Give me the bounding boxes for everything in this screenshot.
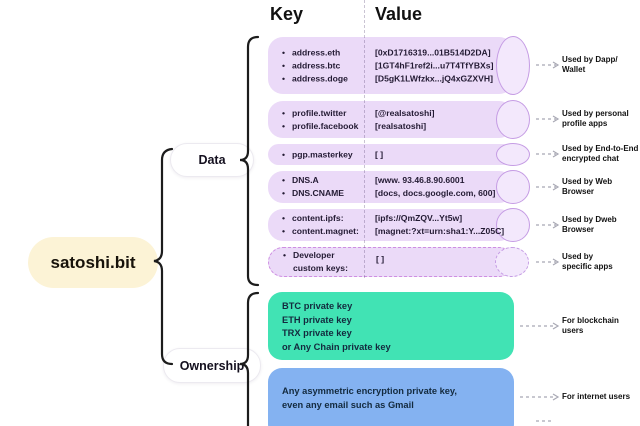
root-domain-pill: satoshi.bit [28,237,158,288]
ownership-card-asymmetric-keys: Any asymmetric encryption private key, e… [268,368,514,426]
record-value: [www. 93.46.8.90.6001 [375,175,465,185]
note-line: Used by End-to-End [562,144,639,153]
record-key: Developer [293,250,335,260]
usage-note-encrypted-chat: Used by End-to-End encrypted chat [562,144,640,164]
card-line: even any email such as Gmail [282,399,414,410]
usage-note-profile-apps: Used by personal profile apps [562,109,640,129]
note-line: Used by Dweb [562,215,617,224]
note-line: Used by Web [562,177,613,186]
record-value: [0xD1716319...01B514D2DA] [375,47,491,57]
note-line: Used by [562,252,594,261]
usage-note-blockchain-users: For blockchain users [562,316,640,336]
record-values: [0xD1716319...01B514D2DA] [1GT4hF1ref2i.… [375,46,493,85]
record-row-dns: DNS.A DNS.CNAME [www. 93.46.8.90.6001 [d… [268,170,530,204]
usage-note-dweb-browser: Used by Dweb Browser [562,215,640,235]
note-line: users [562,326,584,335]
usage-note-specific-apps: Used by specific apps [562,252,640,272]
record-value: [realsatoshi] [375,120,427,131]
column-header-key: Key [270,4,304,24]
arrow-blockchain-users [520,322,560,330]
record-keys: profile.twitter profile.facebook [282,107,358,133]
branch-ownership-pill: Ownership [163,348,261,383]
note-line: Browser [562,225,595,234]
branch-data-pill: Data [170,143,254,177]
record-key: content.ipfs: [292,213,344,223]
record-row-content: content.ipfs: content.magnet: [ipfs://Qm… [268,208,530,242]
note-line: encrypted chat [562,154,619,163]
cylinder-cap-icon [495,247,529,277]
note-line: Used by Dapp/ [562,55,618,64]
record-values: [@realsatoshi] [realsatoshi] [375,107,434,133]
card-line: Any asymmetric encryption private key, [282,386,457,396]
record-value: [ipfs://QmZQV...Yt5w] [375,213,463,223]
record-value: [magnet:?xt=urn:sha1:Y...Z05C] [375,226,505,236]
arrow-pgp [536,150,560,158]
note-line: Browser [562,187,595,196]
arrow-content [536,221,560,229]
record-value: [@realsatoshi] [375,107,435,118]
record-key: profile.facebook [292,120,359,131]
record-key: address.doge [292,73,348,83]
arrow-profiles [536,115,560,123]
record-values: [ipfs://QmZQV...Yt5w] [magnet:?xt=urn:sh… [375,212,504,238]
arrow-dns [536,183,560,191]
record-value: [ ] [376,254,385,264]
note-line: profile apps [562,119,608,128]
record-value: [docs, docs.google.com, 600] [375,188,496,198]
cylinder-cap-icon [496,100,530,139]
record-values: [ ] [375,148,383,161]
card-line: ETH private key [282,314,352,325]
cylinder-cap-icon [496,208,530,242]
usage-note-web-browser: Used by Web Browser [562,177,640,197]
record-values: [ ] [376,253,384,266]
note-line: specific apps [562,262,613,271]
record-row-profiles: profile.twitter profile.facebook [@reals… [268,100,530,139]
record-row-addresses: address.eth address.btc address.doge [0x… [268,36,530,95]
record-keys: pgp.masterkey [282,148,353,161]
arrow-addresses [536,61,560,69]
record-key: pgp.masterkey [292,149,353,159]
record-row-pgp: pgp.masterkey [ ] [268,143,530,166]
note-line: Wallet [562,65,586,74]
usage-note-internet-users: For internet users [562,392,640,402]
record-keys: DNS.A DNS.CNAME [282,174,344,200]
usage-note-dapp-wallet: Used by Dapp/ Wallet [562,55,640,75]
record-keys: Developer custom keys: [283,249,348,275]
card-line: TRX private key [282,328,352,338]
card-line: or Any Chain private key [282,341,391,352]
record-key: DNS.A [292,175,319,185]
record-keys: address.eth address.btc address.doge [282,46,348,85]
record-value: [ ] [375,149,384,159]
key-value-divider [364,0,365,278]
arrow-internet-users [520,393,560,401]
record-key: custom keys: [293,263,348,273]
record-value: [D5gK1LWfzkx...jQ4xGZXVH] [375,73,493,83]
card-lines: Any asymmetric encryption private key, e… [268,368,514,412]
record-key: address.btc [292,60,341,70]
record-value: [1GT4hF1ref2i...u7T4TfYBXs] [375,60,494,70]
record-row-custom-keys: Developer custom keys: [ ] [268,247,529,277]
cylinder-cap-icon [496,170,530,204]
record-values: [www. 93.46.8.90.6001 [docs, docs.google… [375,174,495,200]
cylinder-cap-icon [496,36,530,95]
card-line: BTC private key [282,301,353,311]
ownership-card-blockchain-keys: BTC private key ETH private key TRX priv… [268,292,514,360]
cylinder-cap-icon [496,143,530,166]
card-lines: BTC private key ETH private key TRX priv… [268,292,514,354]
note-line: Used by personal [562,109,629,118]
column-header-value: Value [375,4,423,24]
record-keys: content.ipfs: content.magnet: [282,212,359,238]
note-line: For blockchain [562,316,619,325]
record-key: DNS.CNAME [292,188,345,198]
arrow-custom-keys [536,258,560,266]
record-key: profile.twitter [292,107,347,118]
record-key: content.magnet: [292,226,359,236]
note-line: For internet users [562,392,631,401]
record-key: address.eth [292,47,341,57]
